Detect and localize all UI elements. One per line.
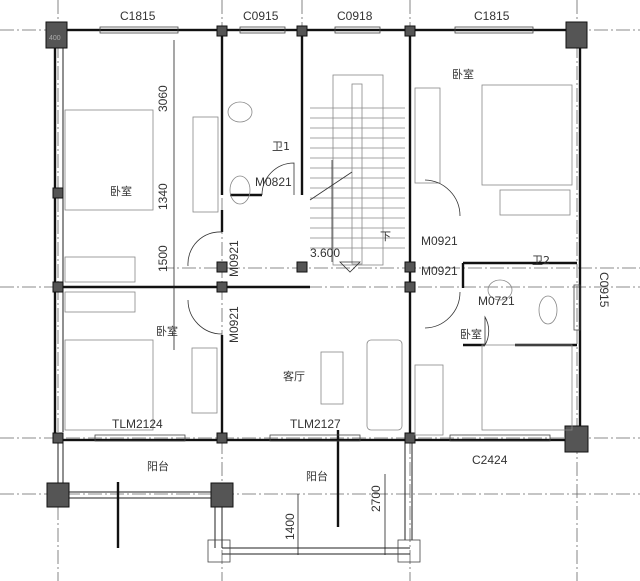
room-balcony-1: 阳台	[147, 459, 169, 473]
dim-2700: 2700	[369, 485, 383, 512]
elevation-marker-icon	[339, 261, 361, 273]
sink-2	[487, 279, 513, 301]
dim-1340: 1340	[156, 183, 170, 210]
furniture	[64, 84, 573, 436]
window-label: C1815	[120, 9, 156, 23]
toilet-1	[227, 101, 253, 123]
door-label: TLM2127	[290, 417, 341, 431]
dimensions: 3060 1340 1500 1400 2700	[156, 40, 386, 555]
room-balcony-2: 阳台	[306, 469, 328, 483]
dim-3060: 3060	[156, 85, 170, 112]
door-label: TLM2124	[112, 417, 163, 431]
staircase: 下	[309, 74, 405, 266]
sink-1	[229, 175, 251, 205]
window-label: C1815	[474, 9, 510, 23]
sofa	[366, 339, 403, 431]
door-label: M0921	[421, 234, 458, 248]
room-bath-1: 卫1	[272, 140, 290, 153]
window-label: C0915	[597, 272, 611, 308]
window-label: C0918	[337, 9, 373, 23]
bed-ne	[481, 84, 573, 186]
toilet-2	[538, 295, 558, 325]
walls	[53, 28, 582, 555]
room-bedroom-se: 卧室	[460, 327, 482, 341]
window-label: C0915	[243, 9, 279, 23]
room-bedroom-ne: 卧室	[452, 67, 474, 81]
dim-1400: 1400	[283, 513, 297, 540]
room-bath-2: 卫2	[532, 254, 550, 267]
door-label: M0721	[478, 294, 515, 308]
labels: C1815 C0915 C0918 C1815 C0915 C2424 M082…	[110, 9, 611, 483]
bed-sw	[64, 339, 154, 431]
stair-down-label: 下	[380, 230, 391, 243]
coffee-table	[320, 351, 344, 405]
bed-nw	[64, 109, 154, 211]
room-bedroom-nw: 卧室	[110, 184, 132, 198]
windows	[94, 26, 581, 442]
door-label: M0921	[227, 306, 241, 343]
door-label: M0921	[421, 264, 458, 278]
room-living: 客厅	[283, 369, 305, 383]
column-tag: 400	[49, 35, 61, 42]
window-label: C2424	[472, 453, 508, 467]
room-bedroom-sw: 卧室	[156, 324, 178, 338]
door-label: M0921	[227, 240, 241, 277]
bed-se	[481, 344, 573, 431]
doors	[187, 162, 490, 346]
elevation-label: 3.600	[310, 246, 340, 260]
dim-1500: 1500	[156, 245, 170, 272]
door-label: M0821	[255, 175, 292, 189]
columns: 400	[45, 21, 589, 563]
